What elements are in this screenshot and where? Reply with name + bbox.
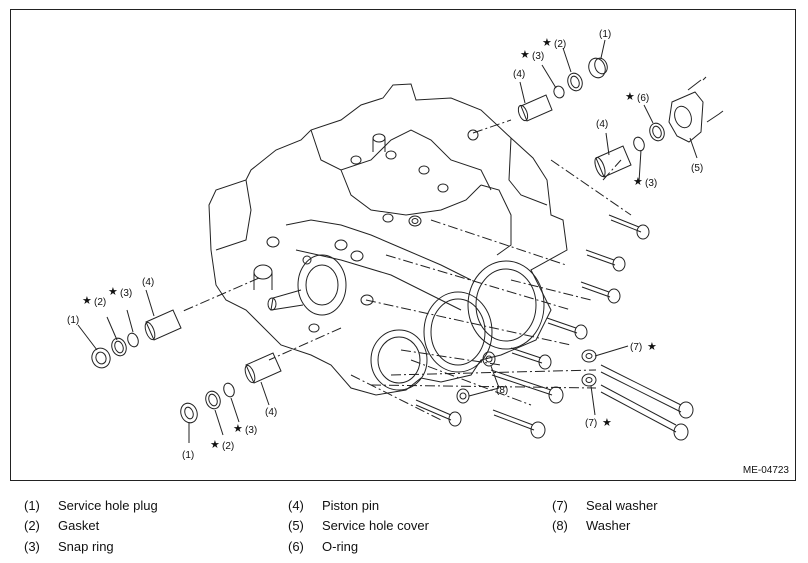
callout-star: ★	[542, 36, 552, 49]
legend-label: Service hole cover	[322, 518, 429, 533]
legend-number: (7)	[552, 498, 568, 513]
callout-7-lower: (7)	[585, 418, 597, 429]
legend-label: Seal washer	[586, 498, 658, 513]
callout-5: (5)	[691, 163, 703, 174]
callout-1-lower: (1)	[182, 450, 194, 461]
callout-star: ★	[108, 285, 118, 298]
legend-item: (5) Service hole cover	[288, 518, 429, 533]
alignment-axes	[180, 119, 632, 421]
legend-label: Gasket	[58, 518, 100, 533]
callout-star: ★	[210, 438, 220, 451]
legend-label: Washer	[586, 518, 631, 533]
bolts	[415, 214, 694, 441]
callout-8: (8)	[496, 385, 508, 396]
parts-legend: (1) Service hole plug (2) Gasket (3) Snap r…	[0, 493, 808, 563]
legend-number: (2)	[24, 518, 40, 533]
legend-label: Snap ring	[58, 539, 114, 554]
legend-number: (3)	[24, 539, 40, 554]
callout-2-top: (2)	[554, 39, 566, 50]
callout-3-top: (3)	[532, 51, 544, 62]
callout-6: (6)	[637, 93, 649, 104]
legend-label: Service hole plug	[58, 498, 158, 513]
callout-1-left: (1)	[67, 315, 79, 326]
callout-1-top: (1)	[599, 29, 611, 40]
callout-2-lower: (2)	[222, 441, 234, 452]
callout-star: ★	[233, 422, 243, 435]
leader-lines	[77, 39, 698, 443]
callout-7-upper: (7)	[630, 342, 642, 353]
callout-star: ★	[82, 294, 92, 307]
legend-label: O-ring	[322, 539, 359, 554]
callout-star: ★	[633, 175, 643, 188]
callout-3-left: (3)	[120, 288, 132, 299]
legend-number: (1)	[24, 498, 40, 513]
callout-3-lower: (3)	[245, 425, 257, 436]
callout-labels: (1) ★ (2) ★ (3) (4) (4) ★ (6) ★ (3) (5) …	[67, 29, 703, 461]
engine-block	[208, 83, 568, 396]
legend-item: (6) O-ring	[288, 539, 358, 554]
figure-code: ME-04723	[742, 465, 789, 476]
legend-number: (6)	[288, 539, 304, 554]
legend-item: (2) Gasket	[24, 518, 99, 533]
callout-star: ★	[625, 90, 635, 103]
callout-4-top: (4)	[513, 69, 525, 80]
left-parts	[91, 309, 282, 424]
legend-number: (8)	[552, 518, 568, 533]
callout-star: ★	[647, 340, 657, 353]
legend-item: (7) Seal washer	[552, 498, 658, 513]
legend-number: (5)	[288, 518, 304, 533]
callout-2-left: (2)	[94, 297, 106, 308]
legend-label: Piston pin	[322, 498, 380, 513]
callout-4-right: (4)	[596, 119, 608, 130]
legend-item: (4) Piston pin	[288, 498, 379, 513]
exploded-view-diagram: (1) ★ (2) ★ (3) (4) (4) ★ (6) ★ (3) (5) …	[67, 29, 724, 461]
legend-item: (1) Service hole plug	[24, 498, 158, 513]
figure-frame: (1) ★ (2) ★ (3) (4) (4) ★ (6) ★ (3) (5) …	[10, 9, 796, 481]
legend-item: (3) Snap ring	[24, 539, 114, 554]
callout-star: ★	[520, 48, 530, 61]
callout-4-lower: (4)	[265, 407, 277, 418]
upper-right-parts	[517, 57, 724, 178]
callout-star: ★	[602, 416, 612, 429]
callout-4-left: (4)	[142, 277, 154, 288]
legend-item: (8) Washer	[552, 518, 630, 533]
callout-3-right: (3)	[645, 178, 657, 189]
legend-number: (4)	[288, 498, 304, 513]
